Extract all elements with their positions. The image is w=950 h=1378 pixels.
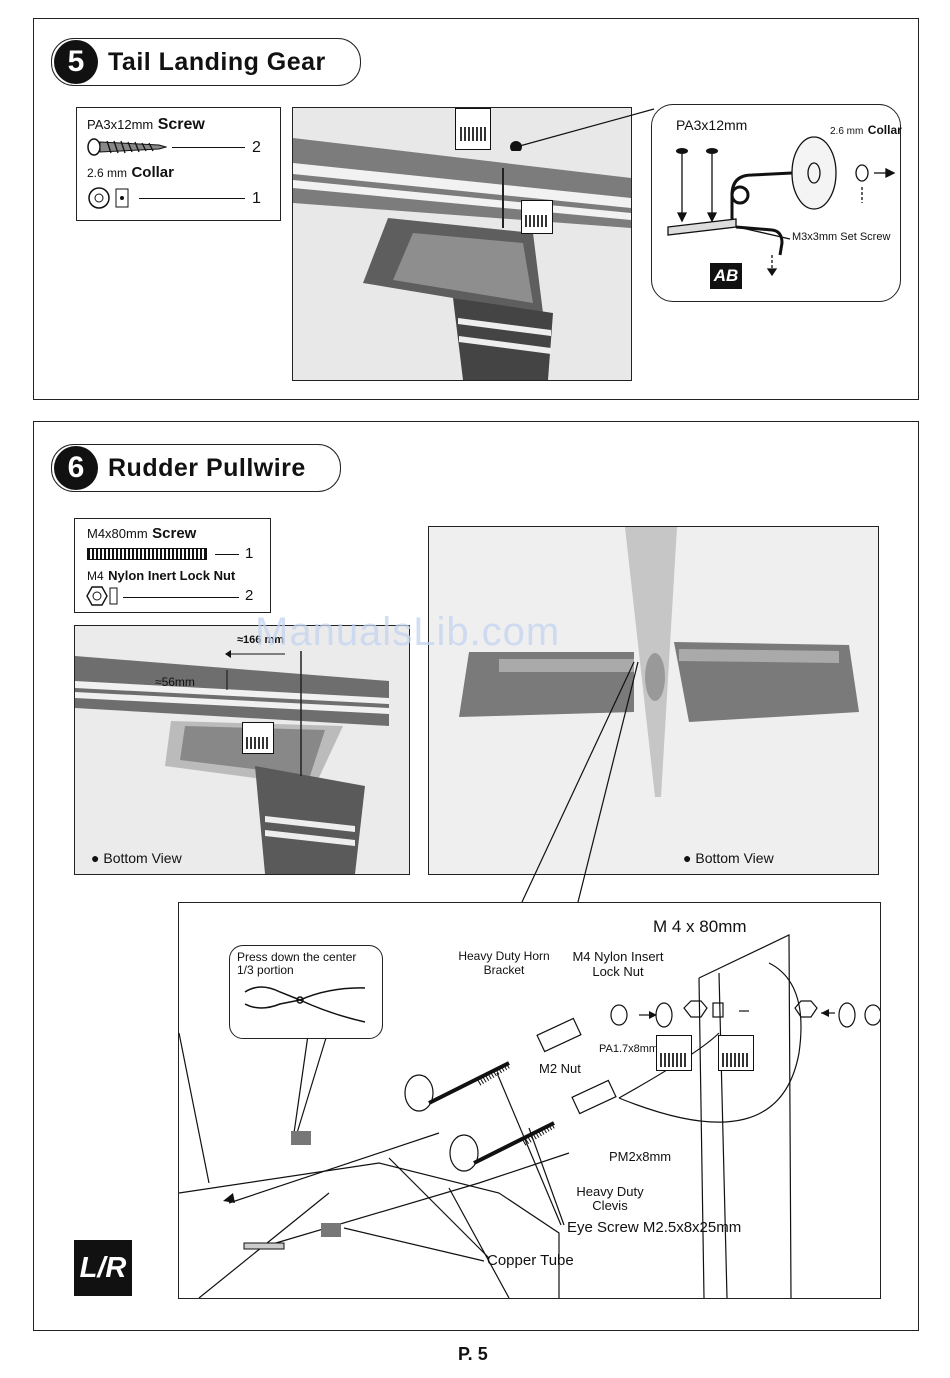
- lock-nut-qty: 2: [245, 587, 253, 604]
- screw-icon: [87, 138, 167, 156]
- parts-item-m4-screw: M4x80mm Screw: [87, 525, 196, 543]
- pa17-label: PA1.7x8mm: [599, 1043, 658, 1055]
- leader-line: [215, 554, 239, 555]
- pliers-callout: Press down the center 1/3 portion: [229, 945, 383, 1039]
- page-number: P. 5: [458, 1344, 488, 1365]
- m4x80-label: M 4 x 80mm: [653, 917, 747, 937]
- horn-bracket-label: Heavy Duty Horn Bracket: [453, 949, 555, 977]
- step6-header: 6 Rudder Pullwire: [51, 444, 341, 492]
- step5-panel: 5 Tail Landing Gear PA3x12mm Screw 2 2.6…: [33, 18, 919, 400]
- clevis-label: Heavy Duty Clevis: [565, 1185, 655, 1213]
- pm2-label: PM2x8mm: [609, 1149, 671, 1164]
- step5-header: 5 Tail Landing Gear: [51, 38, 361, 86]
- step5-number: 5: [54, 40, 98, 84]
- nut-icon: [85, 585, 119, 607]
- step6-number: 6: [54, 446, 98, 490]
- m2-nut-label: M2 Nut: [539, 1061, 581, 1076]
- detail-connector: [504, 101, 664, 151]
- collar-icon: [87, 186, 133, 210]
- set-screw-label: M3x3mm Set Screw: [792, 231, 890, 243]
- glue-icon: [455, 108, 491, 150]
- callout-text: Press down the center 1/3 portion: [237, 951, 367, 977]
- step5-detail-bubble: PA3x12mm 2.6 mm Collar: [651, 104, 901, 302]
- step5-parts-list: PA3x12mm Screw 2 2.6 mm Collar 1: [76, 107, 281, 221]
- dimension-56: ≈56mm: [155, 675, 195, 689]
- screw-qty: 2: [252, 139, 261, 157]
- step6-diagram: Press down the center 1/3 portion Heavy …: [178, 902, 881, 1299]
- step6-panel: 6 Rudder Pullwire M4x80mm Screw 1 M4 Nyl…: [33, 421, 919, 1331]
- glue-icon: [242, 722, 274, 754]
- step6-photo-left: ≈166 mm ≈56mm ● Bottom View: [74, 625, 410, 875]
- step5-title: Tail Landing Gear: [108, 48, 326, 77]
- parts-item-screw: PA3x12mm Screw: [87, 116, 205, 134]
- leader-line: [123, 597, 239, 598]
- parts-item-lock-nut: M4 Nylon Inert Lock Nut: [87, 567, 235, 585]
- parts-item-collar: 2.6 mm Collar: [87, 164, 174, 182]
- step6-title: Rudder Pullwire: [108, 454, 306, 483]
- bolt-icon: [87, 548, 207, 560]
- nylon-nut-label: M4 Nylon Insert Lock Nut: [563, 949, 673, 979]
- copper-tube-label: Copper Tube: [487, 1252, 574, 1269]
- landing-gear-diagram: [652, 105, 900, 301]
- glue-icon: [521, 200, 553, 234]
- pliers-icon: [240, 982, 370, 1030]
- lr-badge: L/R: [74, 1240, 132, 1296]
- glue-icon: [718, 1035, 754, 1071]
- detail-connector: [514, 652, 654, 912]
- glue-icon: [656, 1035, 692, 1071]
- leader-line: [172, 147, 245, 148]
- ab-glue-badge: AB: [710, 263, 742, 289]
- step6-parts-list: M4x80mm Screw 1 M4 Nylon Inert Lock Nut …: [74, 518, 271, 613]
- m4-screw-qty: 1: [245, 545, 253, 562]
- left-caption: ● Bottom View: [91, 850, 182, 866]
- right-caption: ● Bottom View: [683, 850, 774, 866]
- eye-screw-label: Eye Screw M2.5x8x25mm: [567, 1219, 741, 1236]
- leader-line: [139, 198, 245, 199]
- collar-qty: 1: [252, 190, 261, 208]
- watermark: ManualsLib.com: [255, 610, 560, 655]
